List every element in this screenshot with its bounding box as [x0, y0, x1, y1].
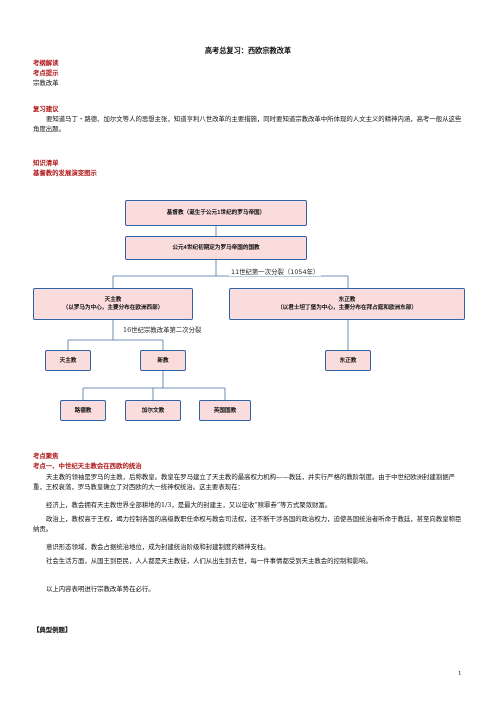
orthodox-main-line2: （以君士坦丁堡为中心，主要分布在拜占庭和欧洲东部） — [277, 305, 417, 311]
node-christianity: 基督教（诞生于公元1世纪的罗马帝国） — [125, 200, 307, 226]
page-title: 高考总复习：西欧宗教改革 — [204, 46, 292, 55]
paragraph-4: 意识形态领域，教会占据统治地位，成为封建统治阶级和封建制度的精神支柱。 — [46, 543, 270, 551]
catholic-main-line1: 天主教 — [104, 297, 122, 303]
node-catholic: 天主教 — [45, 350, 91, 371]
node-catholic-main: 天主教 （以罗马为中心，主要分布在欧洲西部） — [33, 288, 193, 320]
node-orthodox: 东正教 — [325, 350, 371, 371]
diagram-connectors — [67, 226, 349, 400]
node-lutheran: 路德教 — [60, 400, 106, 421]
node-anglican: 英国国教 — [199, 400, 251, 421]
node-state-religion: 公元4世纪初期定为罗马帝国的国教 — [125, 236, 307, 260]
points-item: 宗教改革 — [33, 79, 59, 87]
focus1-heading: 考点一、中世纪天主教会在西欧的统治 — [33, 462, 142, 470]
knowledge-heading: 知识清单 — [33, 159, 59, 167]
review-text: 要知道马丁・路德、加尔文等人的思想主张，知道亨利八世改革的主要措施，同时要知道宗… — [33, 115, 462, 133]
example-heading: 【典型例题】 — [33, 626, 72, 634]
outline-heading: 考纲解读 — [33, 59, 59, 67]
review-heading: 复习建议 — [33, 105, 59, 113]
paragraph-2: 经济上，教会拥有天主教世界全部耕地的1/3，是最大的封建主，又以征收“赎罪券”等… — [46, 501, 332, 509]
paragraph-1: 天主教的领袖是罗马的主教，后称教皇。教皇在罗马建立了天主教的最高权力机构——教廷… — [33, 473, 455, 491]
node-calvinist: 加尔文教 — [125, 400, 181, 421]
christianity-diagram: 基督教（诞生于公元1世纪的罗马帝国） 公元4世纪初期定为罗马帝国的国教 11世纪… — [33, 188, 465, 438]
paragraph-5: 社会生活方面，从国王到臣民，人人都是天主教徒，人们从出生到去世，每一件事情都受到… — [46, 557, 372, 565]
node-protestant: 新教 — [140, 350, 186, 371]
paragraph-3: 政治上，教权高于王权，竭力控制各国的高级教职任命权与教会司法权，还不断干涉各国的… — [33, 515, 462, 533]
paragraph-6: 以上内容表明进行宗教改革势在必行。 — [46, 585, 155, 593]
label-second-schism: 16世纪宗教改革第二次分裂 — [121, 325, 204, 334]
points-heading: 考点提示 — [33, 69, 59, 77]
focus-heading: 考点聚焦 — [33, 452, 59, 460]
catholic-main-line2: （以罗马为中心，主要分布在欧洲西部） — [62, 305, 164, 311]
label-first-schism: 11世纪第一次分裂（1054年） — [229, 267, 322, 276]
node-orthodox-main: 东正教 （以君士坦丁堡为中心，主要分布在拜占庭和欧洲东部） — [229, 288, 465, 320]
orthodox-main-line1: 东正教 — [338, 297, 356, 303]
diagram-heading: 基督教的发展演变图示 — [33, 169, 97, 177]
page-number: 1 — [458, 671, 462, 677]
